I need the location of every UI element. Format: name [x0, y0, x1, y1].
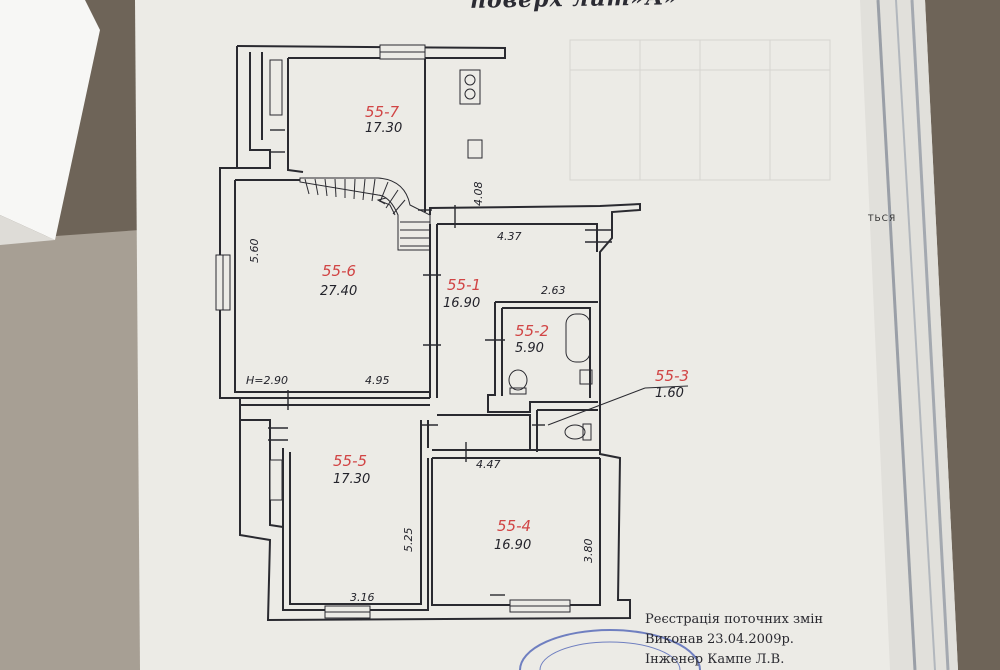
room-area: 17.30	[365, 121, 403, 136]
bleed-through-lines	[569, 39, 831, 181]
room-area: 17.30	[333, 472, 371, 487]
folded-page	[0, 0, 100, 240]
underlying-page	[0, 230, 140, 670]
staircase	[299, 177, 431, 251]
room-id: 55-3	[655, 367, 690, 385]
decorative-border	[860, 0, 958, 670]
dimension-label: 5.25	[402, 527, 415, 553]
leader-line	[644, 385, 689, 389]
ceiling-height: H=2.90	[246, 374, 288, 387]
dimension-label: 5.60	[248, 238, 261, 264]
dimension-label: 2.63	[541, 284, 566, 297]
folded-page-shadow	[0, 215, 55, 245]
stamp	[539, 641, 681, 670]
room-id: 55-4	[497, 517, 532, 535]
paper-sheet	[135, 0, 958, 670]
dimension-label: 4.08	[472, 181, 485, 207]
dimension-label: 4.47	[476, 458, 501, 471]
room-area: 1.60	[655, 386, 684, 401]
room-id: 55-1	[447, 276, 482, 294]
stamp	[519, 629, 701, 670]
dimension-label: 3.80	[582, 538, 595, 564]
room-area: 27.40	[320, 284, 358, 299]
room-id: 55-6	[322, 262, 357, 280]
border-line	[876, 0, 917, 670]
leader-line	[547, 387, 646, 426]
border-line	[910, 0, 950, 670]
dimension-label: 4.95	[365, 374, 390, 387]
dimension-label: 3.16	[350, 591, 375, 604]
room-area: 16.90	[494, 538, 532, 553]
room-area: 16.90	[443, 296, 481, 311]
side-text: ТЬСЯ	[868, 214, 897, 224]
dimension-label: 4.37	[497, 230, 522, 243]
room-area: 5.90	[515, 341, 544, 356]
room-id: 55-2	[515, 322, 550, 340]
registration-note: Реєстрація поточних змін	[645, 612, 824, 627]
fixtures	[459, 69, 593, 441]
registration-note: Виконав 23.04.2009р.	[645, 632, 794, 647]
room-id: 55-5	[333, 452, 368, 470]
registration-note: Інженер Кампе Л.В.	[645, 652, 785, 667]
border-line	[895, 0, 936, 670]
windows	[215, 44, 571, 619]
room-id: 55-7	[365, 103, 400, 121]
door-marks	[268, 129, 612, 596]
